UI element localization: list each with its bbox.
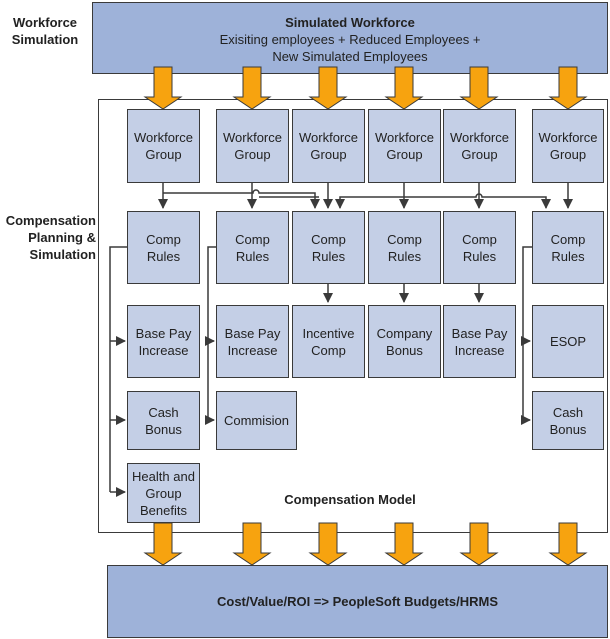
connector-cr2-bracket [207,246,216,420]
flow-arrow-bottom-1 [143,522,183,566]
workforce-group-5: Workforce Group [443,109,516,183]
flow-arrow-top-3 [308,66,348,110]
flow-arrow-top-5 [459,66,499,110]
workforce-group-4: Workforce Group [368,109,441,183]
simulated-workforce-line1: Exisiting employees + Reduced Employees … [219,32,481,47]
base-pay-increase-2: Base Pay Increase [216,305,289,378]
flow-arrow-top-4 [384,66,424,110]
comp-rules-3: Comp Rules [292,211,365,284]
comp-rules-4: Comp Rules [368,211,441,284]
workforce-group-3: Workforce Group [292,109,365,183]
comp-rules-5: Comp Rules [443,211,516,284]
flow-arrow-top-2 [232,66,272,110]
workforce-simulation-label: Workforce Simulation [11,15,79,47]
base-pay-increase-1: Base Pay Increase [127,305,200,378]
comp-rules-6: Comp Rules [532,211,604,284]
connector-wg4-cr6 [404,193,551,209]
flow-arrow-top-6 [548,66,588,110]
commision: Commision [216,391,297,450]
flow-arrow-bottom-2 [232,522,272,566]
compensation-model-label: Compensation Model [284,492,416,507]
comp-rules-1: Comp Rules [127,211,200,284]
cost-value-roi-text: Cost/Value/ROI => PeopleSoft Budgets/HRM… [217,594,498,609]
cash-bonus-2: Cash Bonus [532,391,604,450]
connector-wg1-cr3 [163,189,320,209]
comp-rules-2: Comp Rules [216,211,289,284]
workforce-group-2: Workforce Group [216,109,289,183]
workforce-group-6: Workforce Group [532,109,604,183]
flow-arrow-bottom-3 [308,522,348,566]
workforce-group-1: Workforce Group [127,109,200,183]
cost-value-roi-box: Cost/Value/ROI => PeopleSoft Budgets/HRM… [107,565,608,638]
simulated-workforce-box: Simulated Workforce Exisiting employees … [92,2,608,74]
connector-cr1-bracket [109,246,127,492]
incentive-comp: Incentive Comp [292,305,365,378]
cash-bonus-1: Cash Bonus [127,391,200,450]
compensation-planning-label: Compensation Planning & Simulation [5,213,96,262]
company-bonus: Company Bonus [368,305,441,378]
simulated-workforce-line2: New Simulated Employees [272,49,428,64]
health-group-benefits: Health and Group Benefits [127,463,200,523]
flow-arrow-bottom-5 [459,522,499,566]
simulated-workforce-title: Simulated Workforce [285,15,415,30]
base-pay-increase-3: Base Pay Increase [443,305,516,378]
connector-cr6-bracket [522,246,532,420]
flow-arrow-bottom-4 [384,522,424,566]
esop: ESOP [532,305,604,378]
flow-arrow-bottom-6 [548,522,588,566]
flow-arrow-top-1 [143,66,183,110]
connector-wg4-cr3 [335,196,404,209]
